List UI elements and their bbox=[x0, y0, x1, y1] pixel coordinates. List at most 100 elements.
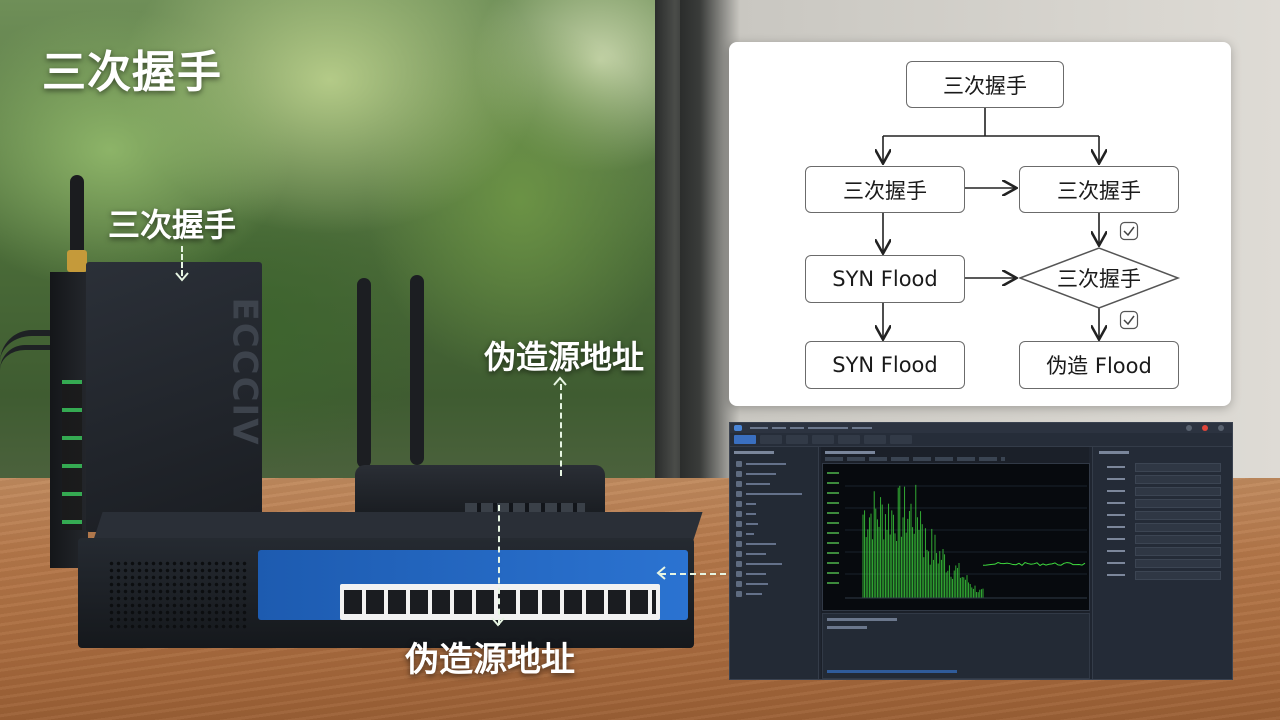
menu-item[interactable] bbox=[772, 427, 786, 429]
sidebar-item[interactable] bbox=[734, 511, 814, 517]
sidebar-item[interactable] bbox=[734, 521, 814, 527]
sidebar-item[interactable] bbox=[734, 591, 814, 597]
check-icon bbox=[1119, 310, 1139, 330]
flow-node-left-3: SYN Flood bbox=[805, 341, 965, 389]
tower-front bbox=[86, 262, 262, 532]
switch-top bbox=[93, 512, 703, 540]
app-logo-icon bbox=[734, 425, 742, 431]
callout-connector bbox=[181, 246, 183, 276]
flowchart-connectors bbox=[729, 106, 1181, 406]
sidebar-item[interactable] bbox=[734, 481, 814, 487]
y-tick-label bbox=[827, 512, 839, 514]
property-row[interactable] bbox=[1099, 571, 1225, 580]
tower-antenna bbox=[70, 175, 84, 270]
network-cable bbox=[0, 330, 80, 362]
callout-connector bbox=[660, 573, 726, 575]
menu-item[interactable] bbox=[852, 427, 872, 429]
flow-node-right-1: 三次握手 bbox=[1019, 166, 1179, 213]
network-cable bbox=[0, 345, 80, 370]
sidebar-item[interactable] bbox=[734, 471, 814, 477]
close-icon[interactable] bbox=[1202, 425, 1208, 431]
log-line bbox=[827, 626, 867, 629]
y-tick-label bbox=[827, 502, 839, 504]
menu-item[interactable] bbox=[790, 427, 804, 429]
property-row[interactable] bbox=[1099, 535, 1225, 544]
app-main-area bbox=[821, 447, 1090, 679]
arrow-icon bbox=[553, 376, 567, 386]
tab[interactable] bbox=[890, 435, 912, 444]
callout-label-tower: 三次握手 bbox=[108, 206, 237, 244]
flow-node-root: 三次握手 bbox=[906, 61, 1064, 108]
app-sidebar bbox=[730, 447, 819, 679]
sidebar-item[interactable] bbox=[734, 541, 814, 547]
callout-label-switch: 伪造源地址 bbox=[405, 640, 575, 680]
property-row[interactable] bbox=[1099, 475, 1225, 484]
sidebar-item[interactable] bbox=[734, 551, 814, 557]
sidebar-item[interactable] bbox=[734, 531, 814, 537]
property-row[interactable] bbox=[1099, 511, 1225, 520]
flowchart-card: 三次握手 三次握手 三次握手 SYN Flood 三次握手 SYN Flood … bbox=[729, 42, 1231, 406]
sidebar-item[interactable] bbox=[734, 461, 814, 467]
arrow-icon bbox=[491, 617, 505, 627]
property-row[interactable] bbox=[1099, 547, 1225, 556]
tab[interactable] bbox=[760, 435, 782, 444]
log-pane bbox=[822, 613, 1090, 679]
y-tick-label bbox=[827, 482, 839, 484]
y-tick-label bbox=[827, 572, 839, 574]
y-tick-label bbox=[827, 532, 839, 534]
traffic-chart bbox=[822, 463, 1090, 611]
progress-bar bbox=[827, 670, 957, 673]
minimize-icon[interactable] bbox=[1186, 425, 1192, 431]
callout-connector bbox=[560, 384, 562, 476]
callout-connector bbox=[498, 505, 500, 625]
sidebar-item[interactable] bbox=[734, 501, 814, 507]
menu-item[interactable] bbox=[750, 427, 768, 429]
menu-item[interactable] bbox=[808, 427, 848, 429]
app-toolbar-tabs bbox=[730, 433, 1232, 447]
property-row[interactable] bbox=[1099, 487, 1225, 496]
arrow-icon bbox=[175, 272, 189, 282]
property-row[interactable] bbox=[1099, 499, 1225, 508]
tower-antenna-base bbox=[67, 250, 87, 272]
property-row[interactable] bbox=[1099, 523, 1225, 532]
tab[interactable] bbox=[812, 435, 834, 444]
log-header bbox=[827, 618, 897, 621]
monitoring-app-window bbox=[729, 422, 1233, 680]
device-logo: ECCCIV bbox=[224, 297, 265, 447]
y-tick-label bbox=[827, 582, 839, 584]
callout-label-router: 伪造源地址 bbox=[484, 338, 645, 376]
tab[interactable] bbox=[786, 435, 808, 444]
router-antenna bbox=[357, 278, 371, 468]
flow-decision-label: 三次握手 bbox=[1057, 267, 1141, 291]
sidebar-item[interactable] bbox=[734, 571, 814, 577]
y-tick-label bbox=[827, 552, 839, 554]
traffic-chart-plot bbox=[827, 472, 1087, 599]
traffic-baseline bbox=[982, 561, 1086, 567]
tower-device: ECCCIV bbox=[50, 262, 265, 570]
y-tick-label bbox=[827, 562, 839, 564]
chart-toolbar[interactable] bbox=[825, 457, 1005, 461]
property-row[interactable] bbox=[1099, 559, 1225, 568]
sidebar-item[interactable] bbox=[734, 561, 814, 567]
flow-node-left-1: 三次握手 bbox=[805, 166, 965, 213]
app-titlebar bbox=[730, 423, 1232, 433]
sidebar-item[interactable] bbox=[734, 491, 814, 497]
y-tick-label bbox=[827, 542, 839, 544]
tab[interactable] bbox=[838, 435, 860, 444]
tab-active[interactable] bbox=[734, 435, 756, 444]
tower-side bbox=[50, 272, 88, 568]
maximize-icon[interactable] bbox=[1218, 425, 1224, 431]
sidebar-item[interactable] bbox=[734, 581, 814, 587]
switch-vent bbox=[108, 560, 248, 630]
network-switch bbox=[78, 512, 703, 648]
flow-node-left-2: SYN Flood bbox=[805, 255, 965, 303]
page-title: 三次握手 bbox=[42, 47, 222, 98]
tower-ports bbox=[62, 380, 82, 530]
tab[interactable] bbox=[864, 435, 886, 444]
flow-node-right-3: 伪造 Flood bbox=[1019, 341, 1179, 389]
router-ports bbox=[465, 503, 585, 513]
property-row[interactable] bbox=[1099, 463, 1225, 472]
y-tick-label bbox=[827, 522, 839, 524]
sidebar-heading bbox=[734, 451, 774, 454]
chart-header bbox=[825, 451, 875, 454]
